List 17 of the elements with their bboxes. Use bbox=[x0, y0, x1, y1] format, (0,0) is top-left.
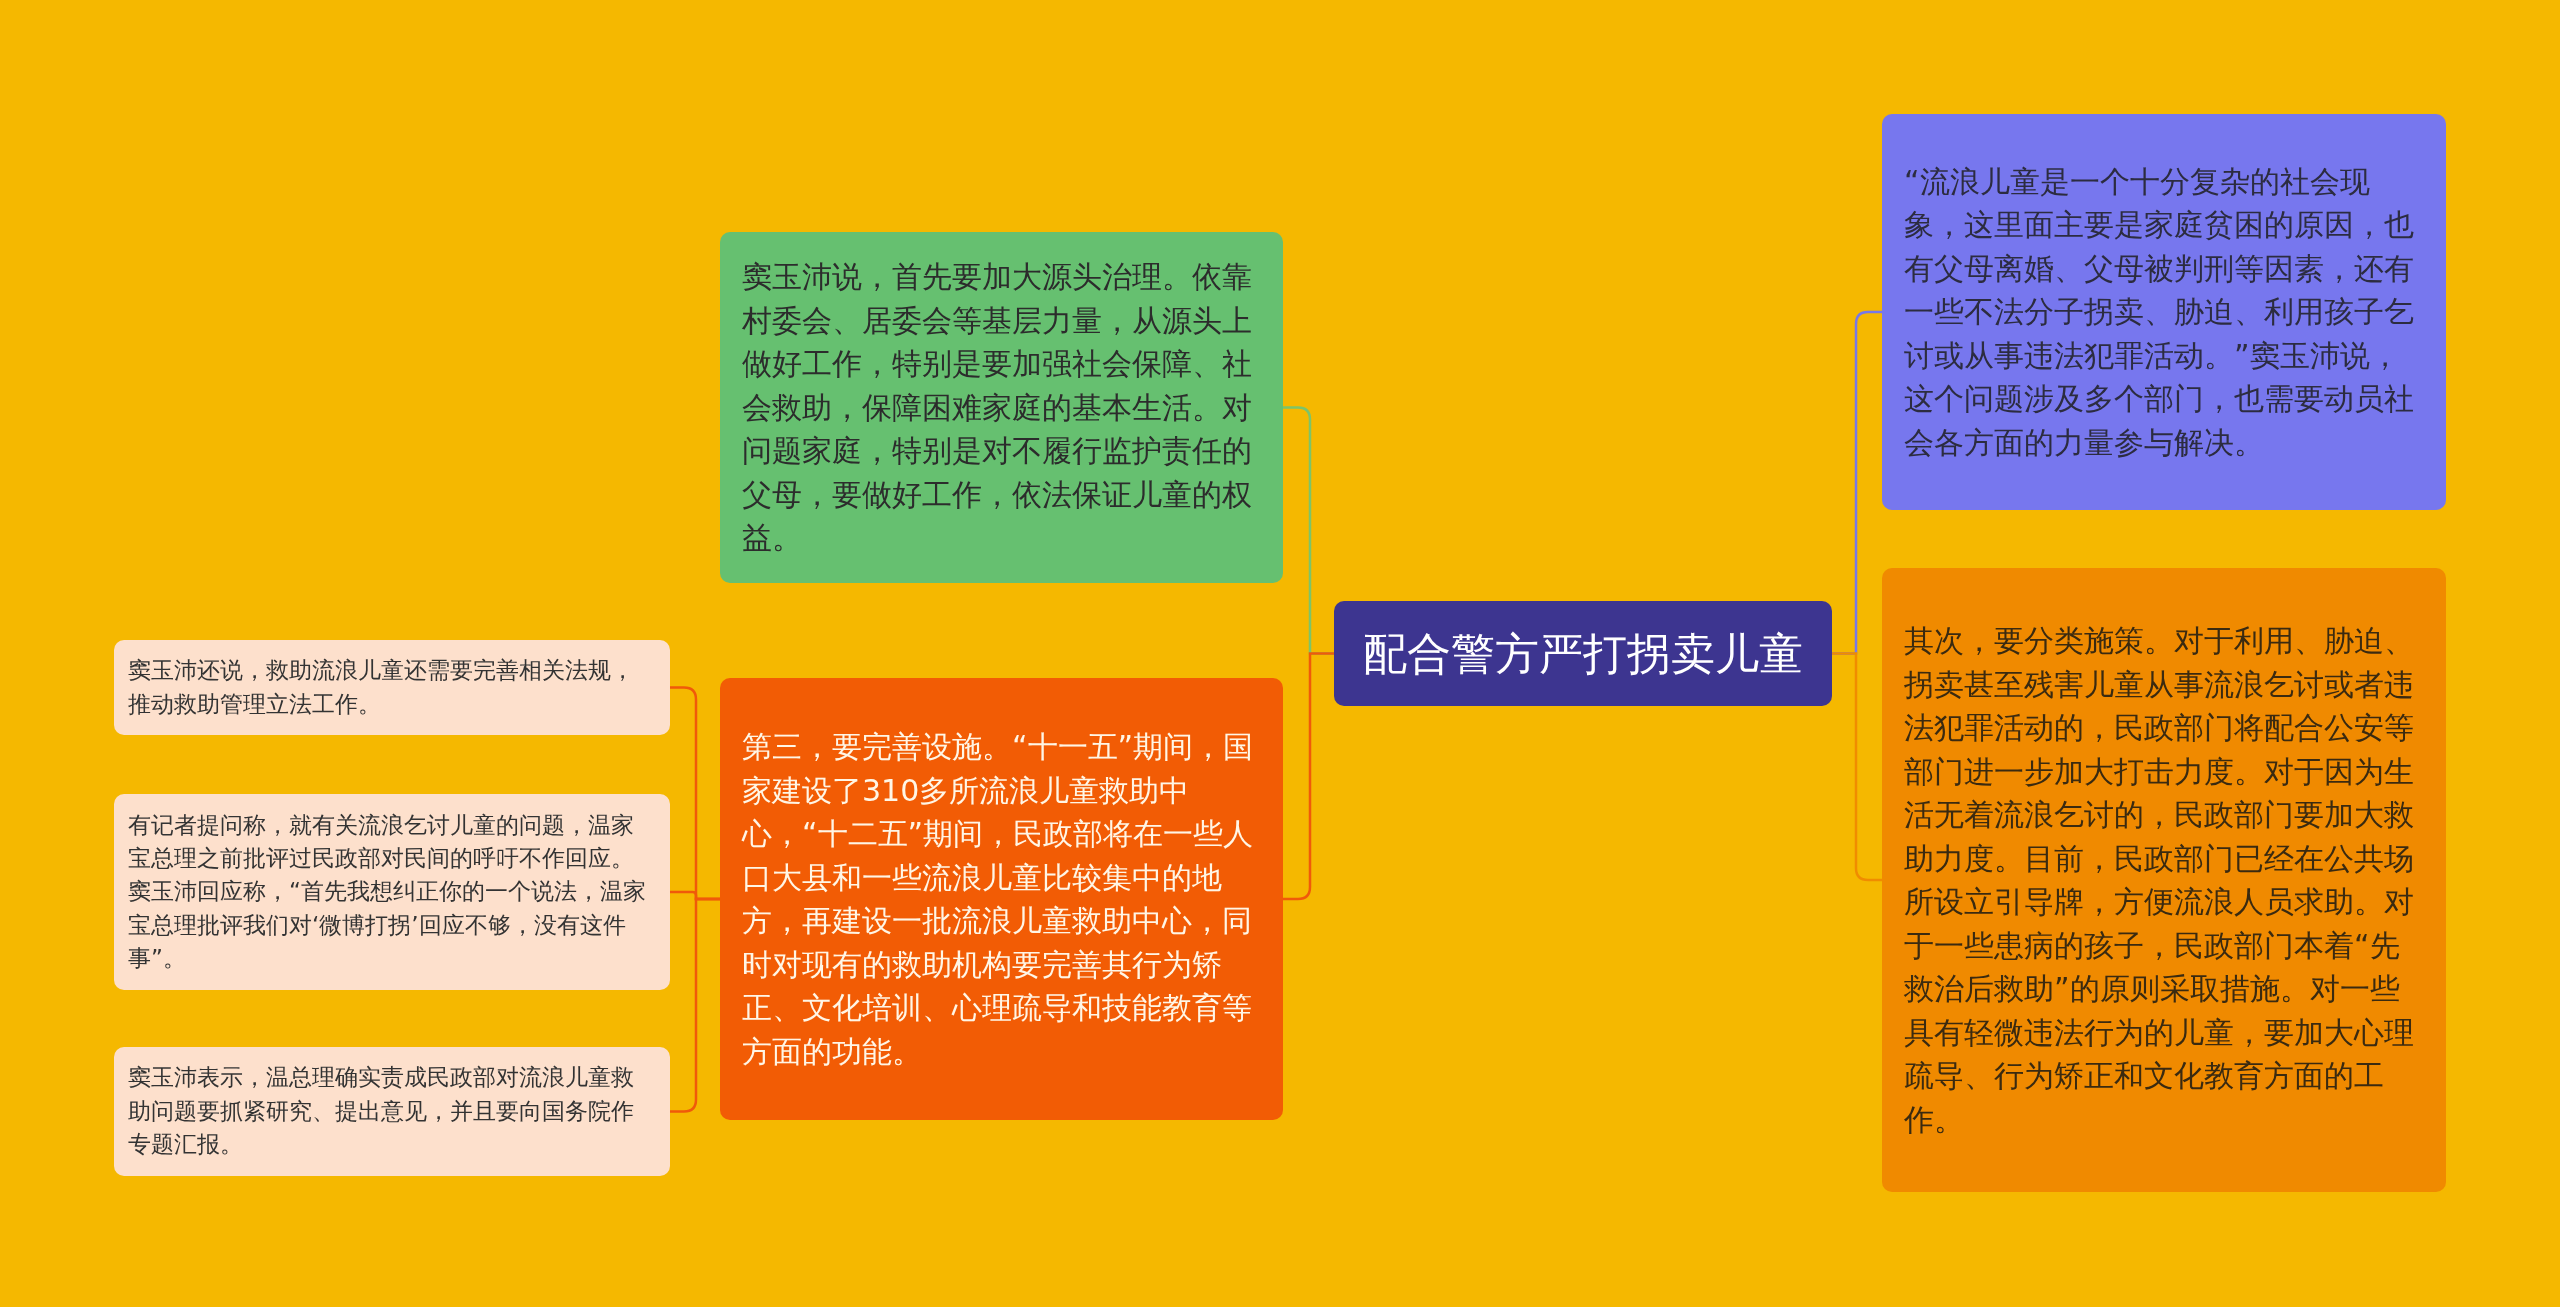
node-text: 有记者提问称，就有关流浪乞讨儿童的问题，温家宝总理之前批评过民政部对民间的呼吁不作回应。窦玉沛回应称，“首先我想纠正你的一个说法，温家宝总理批评我们对‘微博打拐’回应不够，没有这件事”。 bbox=[128, 810, 647, 973]
topic-box bbox=[1334, 601, 1832, 706]
node-text: 其次，要分类施策。对于利用、胁迫、拐卖甚至残害儿童从事流浪乞讨或者违法犯罪活动的，民政部门将配合公安等部门进一步加大打击力度。对于因为生活无着流浪乞讨的，民政部门要加大救助力度。目前，民政部门已经在公共场所设立引导牌，方便流浪人员求助。对于一些患病的孩子，民政部门本着“先救治后救助”的原则采取措施。对一些具有轻微违法行为的儿童，要加大心理疏导、行为矫正和文化教育方面的工作。 bbox=[1904, 622, 2415, 1139]
node-text: 第三，要完善设施。“十一五”期间，国家建设了310多所流浪儿童救助中心，“十二五”期间，民政部将在一些人口大县和一些流浪儿童比较集中的地方，再建设一批流浪儿童救助中心，同时对现有的救助机构要完善其行为矫正、文化培训、心理疏导和技能教育等方面的功能。 bbox=[742, 728, 1255, 1071]
branch-box bbox=[1882, 114, 2446, 510]
node-text: 配合警方严打拐卖儿童 bbox=[1363, 626, 1803, 681]
node-text: 窦玉沛说，首先要加大源头治理。依靠村委会、居委会等基层力量，从源头上做好工作，特别是要加强社会保障、社会救助，保障困难家庭的基本生活。对问题家庭，特别是对不履行监护责任的父母，要做好工作，依法保证儿童的权益。 bbox=[742, 258, 1253, 558]
leaf-box bbox=[114, 640, 670, 735]
branch-box bbox=[720, 678, 1283, 1120]
leaf-box bbox=[114, 1047, 670, 1176]
branch-box bbox=[720, 232, 1283, 583]
branch-box bbox=[1882, 568, 2446, 1192]
node-text: 窦玉沛还说，救助流浪儿童还需要完善相关法规，推动救助管理立法工作。 bbox=[128, 656, 635, 719]
leaf-box bbox=[114, 794, 670, 990]
connector-line bbox=[1832, 652, 1882, 882]
node-text: “流浪儿童是一个十分复杂的社会现象，这里面主要是家庭贫困的原因，也有父母离婚、父母被判刑等因素，还有一些不法分子拐卖、胁迫、利用孩子乞讨或从事违法犯罪活动。”窦玉沛说，这个问题涉及多个部门，也需要动员社会各方面的力量参与解决。 bbox=[1904, 162, 2415, 462]
node-text: 窦玉沛表示，温总理确实责成民政部对流浪儿童救助问题要抓紧研究、提出意见，并且要向国务院作专题汇报。 bbox=[128, 1063, 635, 1160]
